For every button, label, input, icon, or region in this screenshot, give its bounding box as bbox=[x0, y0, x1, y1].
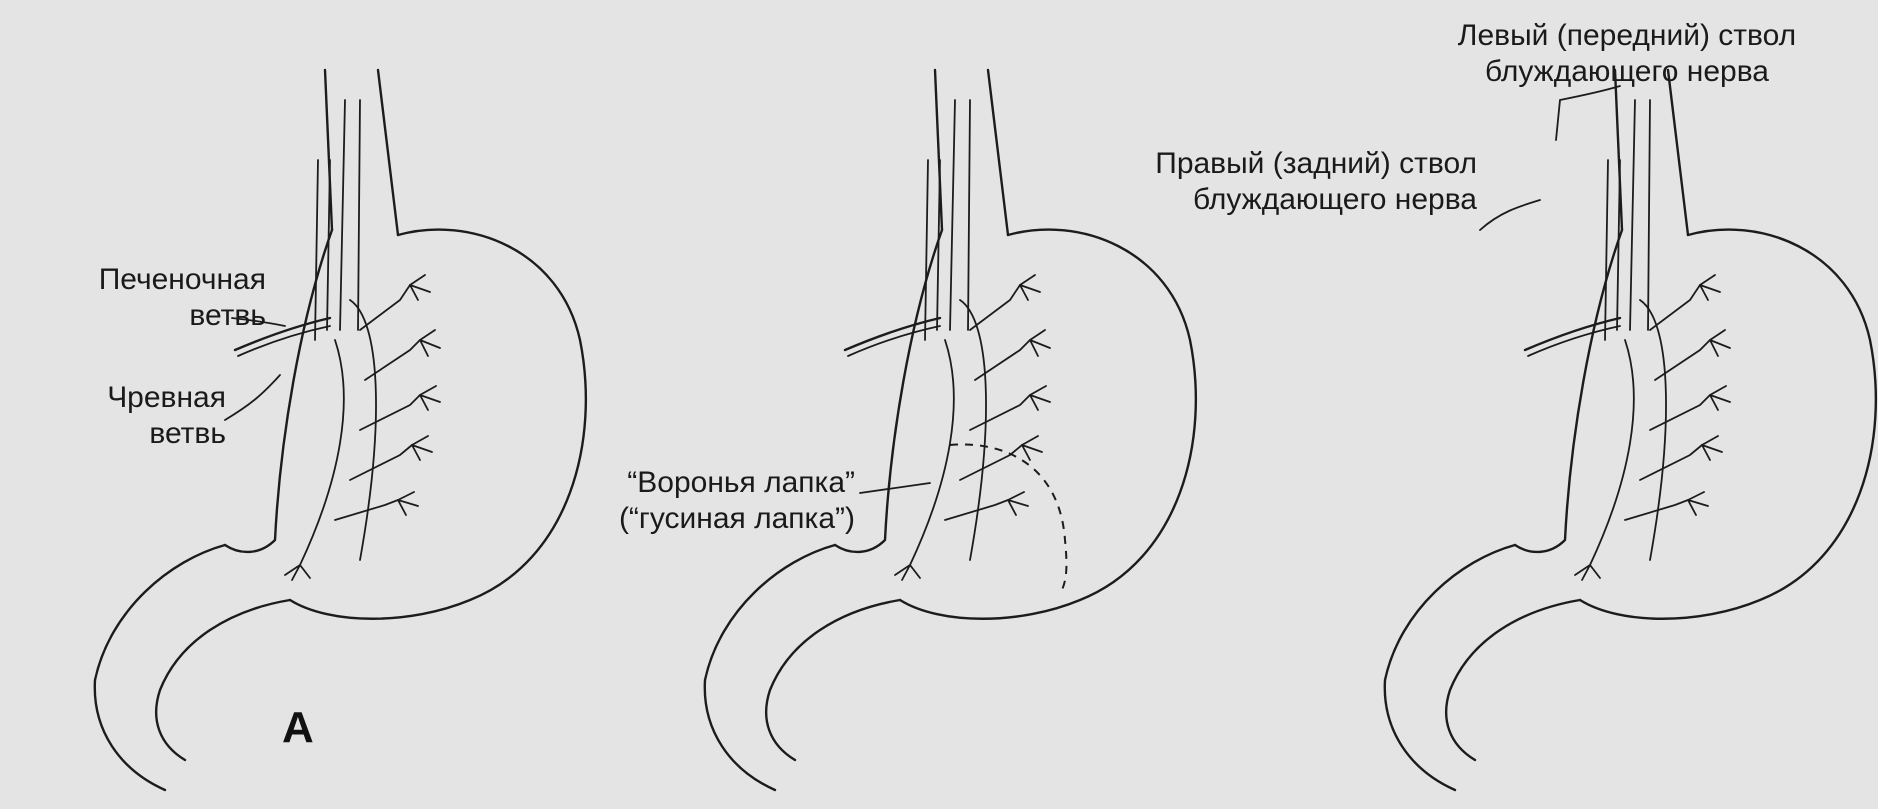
crows-foot-line-2: (“гусиная лапка”) bbox=[520, 501, 855, 537]
hepatic-branch-line-2: ветвь bbox=[30, 298, 266, 334]
celiac-branch-label: Чревная ветвь bbox=[30, 380, 226, 452]
crows-foot-line-1: “Воронья лапка” bbox=[520, 465, 855, 501]
crows-foot-label: “Воронья лапка” (“гусиная лапка”) bbox=[520, 465, 855, 537]
right-trunk-label: Правый (задний) ствол блуждающего нерва bbox=[1015, 146, 1477, 218]
panel-letter-a: A bbox=[282, 703, 314, 753]
right-trunk-line-2: блуждающего нерва bbox=[1015, 182, 1477, 218]
celiac-branch-line-1: Чревная bbox=[30, 380, 226, 416]
left-trunk-line-2: блуждающего нерва bbox=[1392, 54, 1862, 90]
hepatic-branch-line-1: Печеночная bbox=[30, 262, 266, 298]
celiac-branch-line-2: ветвь bbox=[30, 416, 226, 452]
left-trunk-line-1: Левый (передний) ствол bbox=[1392, 18, 1862, 54]
hepatic-branch-label: Печеночная ветвь bbox=[30, 262, 266, 334]
left-trunk-label: Левый (передний) ствол блуждающего нерва bbox=[1392, 18, 1862, 90]
right-trunk-line-1: Правый (задний) ствол bbox=[1015, 146, 1477, 182]
